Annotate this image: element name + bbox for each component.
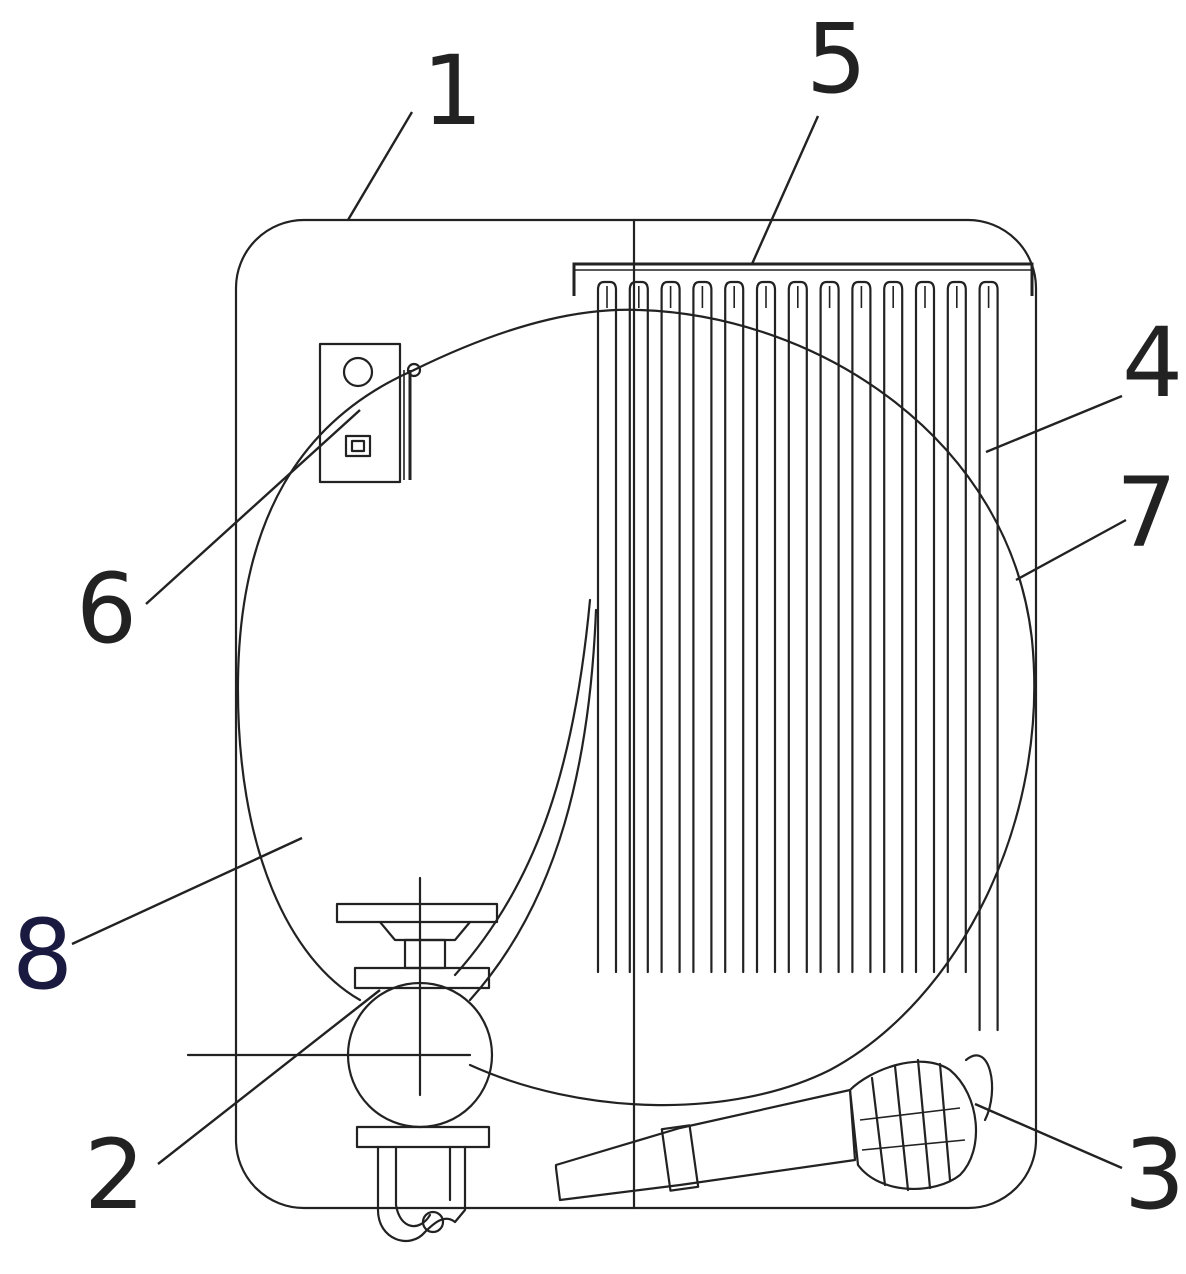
heating-tube (692, 280, 713, 974)
heating-tube (914, 280, 936, 974)
leader-7 (1015, 518, 1127, 582)
callout-8: 8 (12, 899, 73, 1011)
callout-2: 2 (84, 1119, 145, 1231)
leader-6 (145, 409, 361, 605)
leader-2 (157, 989, 381, 1165)
pump-assembly (186, 876, 499, 1242)
nozzle-assembly (554, 1054, 994, 1202)
callout-5: 5 (806, 3, 867, 115)
leader-8 (71, 836, 303, 946)
heating-tube (946, 280, 967, 974)
leader-5 (750, 115, 820, 265)
callout-6: 6 (76, 553, 137, 665)
top-rail (572, 262, 1034, 296)
heating-tube (851, 280, 872, 974)
callout-3: 3 (1124, 1119, 1185, 1231)
heating-tube (596, 280, 618, 974)
leader-4 (985, 394, 1123, 454)
heating-tube (787, 280, 808, 974)
heating-tube (628, 280, 649, 974)
heating-tube (978, 280, 999, 1032)
control-panel (318, 342, 422, 484)
leader-1 (346, 111, 414, 221)
inner-cavity (236, 368, 598, 1002)
heating-tube (724, 280, 745, 974)
airflow-loop (412, 308, 1036, 1107)
callout-1: 1 (422, 35, 483, 147)
callout-4: 4 (1122, 307, 1183, 419)
heating-tube (755, 280, 777, 974)
heating-tube (883, 280, 904, 974)
callout-7: 7 (1116, 457, 1177, 569)
heating-tube-array (596, 280, 999, 1032)
heating-tube (819, 280, 840, 974)
heating-tube (660, 280, 681, 974)
housing-outline (234, 218, 1038, 1210)
leader-3 (974, 1102, 1123, 1170)
